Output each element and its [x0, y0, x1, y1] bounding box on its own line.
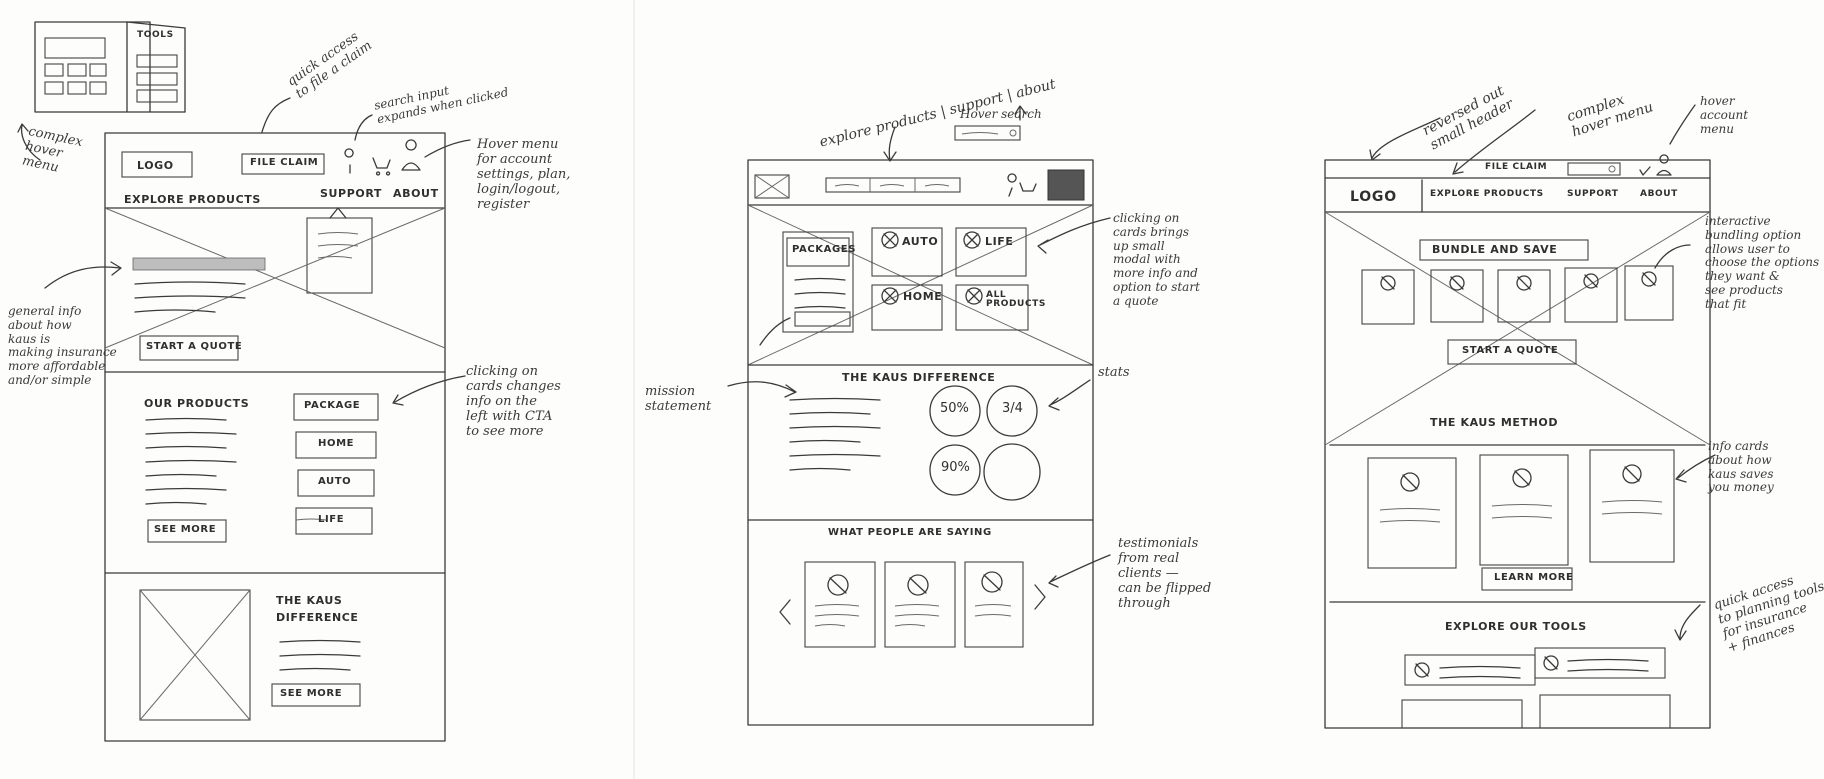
start-quote-button[interactable]: START A QUOTE	[146, 341, 243, 352]
start-quote-button-3[interactable]: START A QUOTE	[1462, 345, 1559, 356]
bundle-and-save-heading: BUNDLE AND SAVE	[1432, 243, 1558, 256]
nav-explore-products[interactable]: EXPLORE PRODUCTS	[124, 193, 261, 206]
note-bundling: interactive bundling option allows user …	[1705, 214, 1820, 311]
stat-3: 90%	[941, 460, 970, 475]
kaus-difference-heading: THE KAUS DIFFERENCE	[842, 371, 996, 384]
learn-more-button[interactable]: LEARN MORE	[1494, 572, 1574, 583]
testimonials-heading: WHAT PEOPLE ARE SAYING	[828, 527, 992, 538]
product-card-auto[interactable]: AUTO	[318, 476, 352, 487]
note-info-cards: info cards about how kaus saves you mone…	[1708, 439, 1774, 495]
logo-placeholder-3[interactable]: LOGO	[1350, 189, 1397, 205]
home-card[interactable]: HOME	[903, 290, 943, 303]
file-claim-button[interactable]: FILE CLAIM	[250, 157, 319, 168]
stat-2: 3/4	[1002, 401, 1023, 416]
note-general-info: general info about how kaus is making in…	[8, 304, 117, 387]
sketch-1-wireframe	[17, 21, 471, 742]
nav-about[interactable]: ABOUT	[393, 187, 439, 200]
sketch-3-wireframe	[1324, 104, 1716, 729]
note-hover-search: Hover search	[960, 107, 1042, 121]
note-cards-change: clicking on cards changes info on the le…	[466, 364, 561, 439]
stat-1: 50%	[940, 401, 969, 416]
product-card-home[interactable]: HOME	[318, 438, 355, 449]
explore-tools-heading: EXPLORE OUR TOOLS	[1445, 620, 1587, 633]
nav-support[interactable]: SUPPORT	[320, 187, 383, 200]
note-stats: stats	[1098, 365, 1130, 380]
product-card-life[interactable]: LIFE	[318, 514, 345, 525]
kaus-method-heading: THE KAUS METHOD	[1430, 416, 1559, 429]
nav-about-3[interactable]: ABOUT	[1640, 189, 1678, 199]
note-account-menu: hover account menu	[1700, 94, 1749, 136]
see-more-button[interactable]: SEE MORE	[154, 524, 217, 535]
our-products-heading: OUR PRODUCTS	[144, 397, 250, 410]
nav-support-3[interactable]: SUPPORT	[1567, 189, 1619, 199]
file-claim-link[interactable]: FILE CLAIM	[1485, 162, 1548, 172]
product-card-package[interactable]: PACKAGE	[304, 400, 361, 411]
tools-label: TOOLS	[137, 30, 174, 40]
note-hover-menu: Hover menu for account settings, plan, l…	[477, 137, 571, 212]
kaus-difference-title-2: DIFFERENCE	[276, 611, 359, 624]
life-card[interactable]: LIFE	[985, 235, 1014, 248]
logo-placeholder[interactable]: LOGO	[137, 159, 174, 172]
kaus-difference-title-1: THE KAUS	[276, 594, 343, 607]
nav-explore-products-3[interactable]: EXPLORE PRODUCTS	[1430, 189, 1544, 199]
see-more-button-2[interactable]: SEE MORE	[280, 688, 343, 699]
all-products-card[interactable]: ALL PRODUCTS	[986, 290, 1046, 310]
note-cards-modal: clicking on cards brings up small modal …	[1113, 211, 1200, 308]
sketch-2-wireframe	[727, 105, 1111, 726]
note-testimonials: testimonials from real clients — can be …	[1118, 536, 1212, 611]
note-mission: mission statement	[645, 384, 712, 414]
auto-card[interactable]: AUTO	[902, 235, 939, 248]
packages-card[interactable]: PACKAGES	[792, 244, 857, 255]
